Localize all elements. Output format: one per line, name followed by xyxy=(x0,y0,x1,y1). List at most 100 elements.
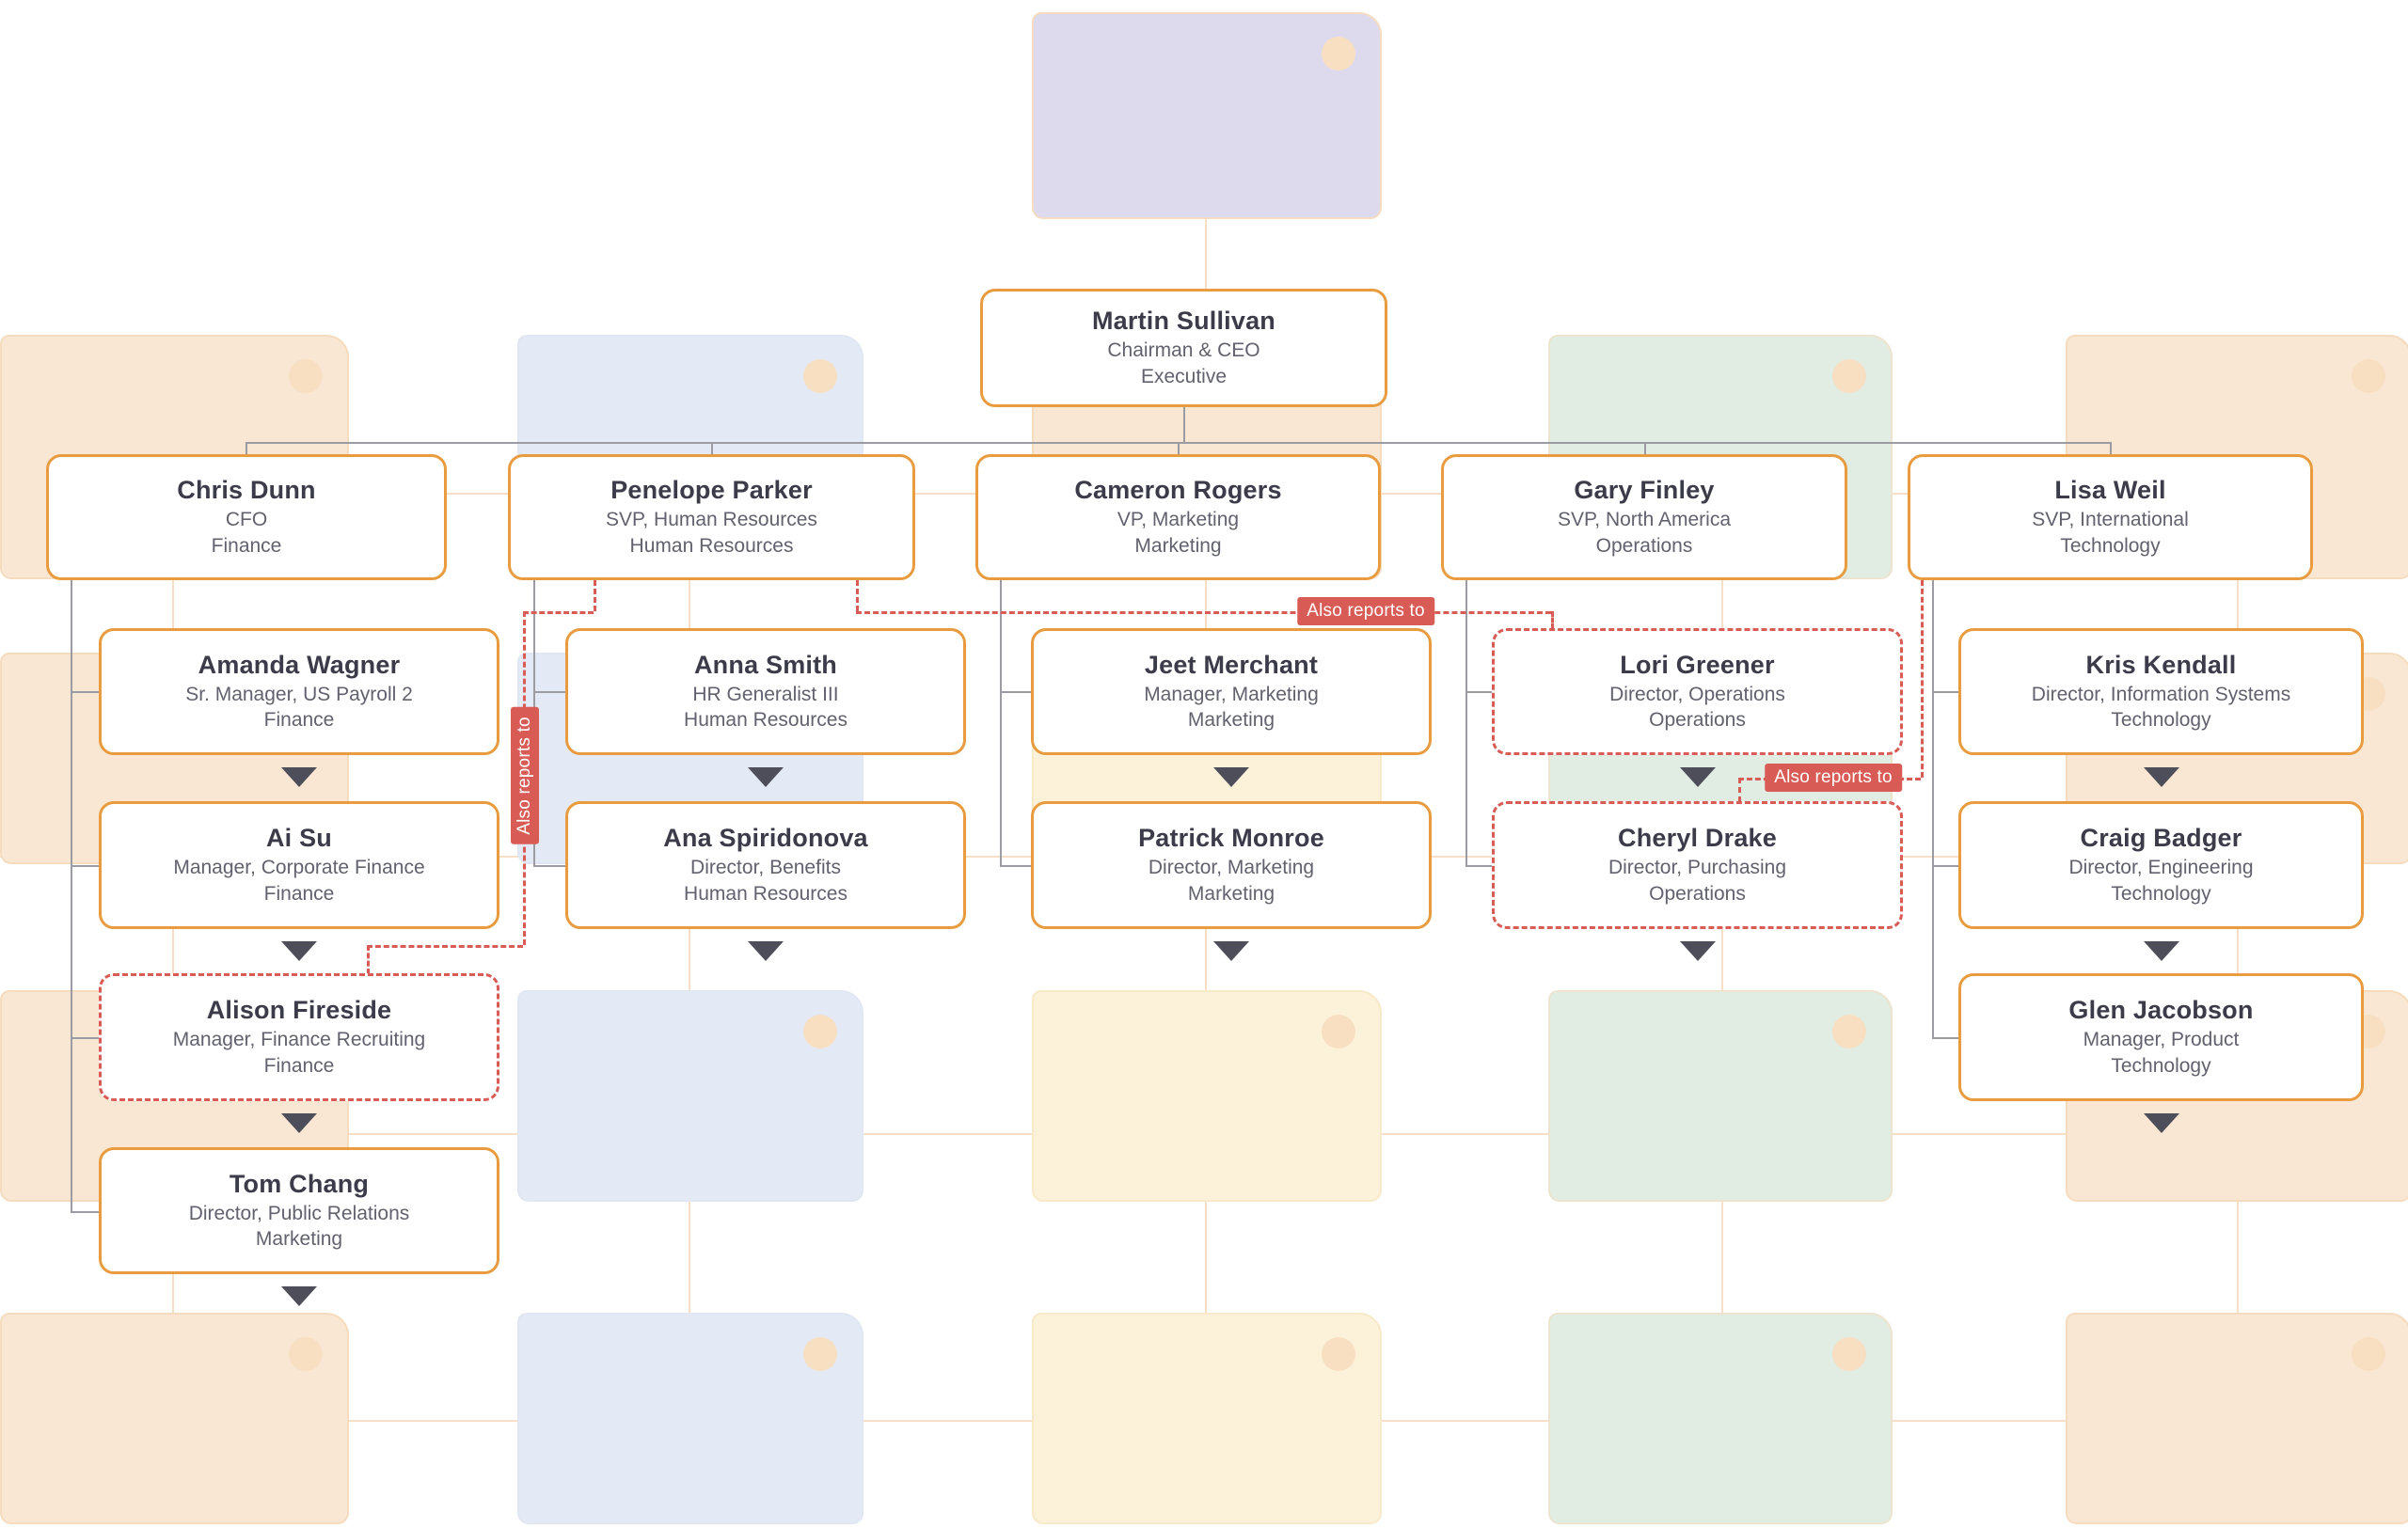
person-name: Patrick Monroe xyxy=(1138,824,1324,853)
person-name: Cheryl Drake xyxy=(1618,824,1777,853)
person-department: Finance xyxy=(263,882,335,905)
person-title: Director, Information Systems xyxy=(2031,683,2291,705)
expand-collapse-arrow[interactable] xyxy=(281,941,317,961)
person-name: Ana Spiridonova xyxy=(663,824,868,853)
expand-collapse-arrow[interactable] xyxy=(281,1113,317,1133)
expand-collapse-arrow[interactable] xyxy=(2143,767,2179,787)
connector-segment xyxy=(1000,691,1031,693)
ghost-avatar-icon xyxy=(803,1015,837,1048)
expand-collapse-arrow[interactable] xyxy=(2143,941,2179,961)
person-department: Finance xyxy=(211,534,282,557)
person-name: Craig Badger xyxy=(2080,824,2242,853)
expand-collapse-arrow[interactable] xyxy=(748,767,784,787)
connector-segment xyxy=(2110,442,2112,454)
person-name: Alison Fireside xyxy=(206,996,392,1025)
person-name: Amanda Wagner xyxy=(198,650,401,679)
expand-collapse-arrow[interactable] xyxy=(2143,1113,2179,1133)
connector-segment xyxy=(1000,580,1002,866)
person-title: SVP, North America xyxy=(1557,509,1732,531)
person-name: Glen Jacobson xyxy=(2068,996,2254,1025)
person-title: Manager, Marketing xyxy=(1144,683,1319,705)
ghost-connector-stub xyxy=(172,575,174,653)
expand-collapse-arrow[interactable] xyxy=(281,1286,317,1306)
also-reports-connector xyxy=(367,945,523,948)
person-department: Marketing xyxy=(255,1228,343,1251)
expand-collapse-arrow[interactable] xyxy=(1213,941,1249,961)
expand-collapse-arrow[interactable] xyxy=(748,941,784,961)
ghost-avatar-icon xyxy=(803,1337,837,1371)
ghost-avatar-icon xyxy=(1322,1015,1355,1048)
ghost-card xyxy=(1032,990,1382,1202)
connector-segment xyxy=(1178,442,1180,454)
person-name: Tom Chang xyxy=(229,1169,370,1198)
person-department: Marketing xyxy=(1187,709,1275,732)
also-reports-connector xyxy=(1738,778,1741,802)
connector-segment xyxy=(1932,691,1958,693)
expand-collapse-arrow[interactable] xyxy=(1679,941,1716,961)
connector-segment xyxy=(1000,865,1031,867)
person-name: Lori Greener xyxy=(1620,650,1775,679)
ghost-avatar-icon xyxy=(289,1337,323,1371)
connector-segment xyxy=(1465,580,1467,866)
person-department: Marketing xyxy=(1134,534,1222,557)
connector-segment xyxy=(71,865,99,867)
person-title: Manager, Product xyxy=(2083,1029,2240,1051)
person-name: Gary Finley xyxy=(1574,476,1715,505)
person-department: Executive xyxy=(1140,365,1228,387)
person-name: Lisa Weil xyxy=(2054,476,2166,505)
person-department: Technology xyxy=(2111,709,2211,732)
person-department: Operations xyxy=(1649,882,1746,905)
ghost-avatar-icon xyxy=(289,359,323,393)
connector-segment xyxy=(71,580,72,1212)
ghost-connector-stub xyxy=(689,1198,690,1313)
ghost-card xyxy=(517,1313,863,1524)
ghost-card xyxy=(0,1313,349,1524)
person-title: CFO xyxy=(225,509,268,531)
also-reports-connector xyxy=(594,580,596,611)
person-department: Human Resources xyxy=(684,709,848,732)
connector-segment xyxy=(1644,442,1646,454)
person-department: Human Resources xyxy=(629,534,794,557)
expand-collapse-arrow[interactable] xyxy=(281,767,317,787)
expand-collapse-arrow[interactable] xyxy=(1213,767,1249,787)
ghost-connector-stub xyxy=(2237,1198,2239,1313)
connector-segment xyxy=(1932,580,1934,1038)
person-title: Director, Marketing xyxy=(1148,857,1315,879)
connector-segment xyxy=(1932,865,1958,867)
ghost-avatar-icon xyxy=(803,359,837,393)
also-reports-connector xyxy=(856,611,1551,614)
person-title: Director, Purchasing xyxy=(1608,857,1787,879)
person-department: Finance xyxy=(263,709,335,732)
also-reports-to-badge: Also reports to xyxy=(1297,597,1434,625)
connector-segment xyxy=(711,442,713,454)
person-name: Anna Smith xyxy=(693,650,837,679)
ghost-card xyxy=(2066,1313,2408,1524)
also-reports-to-badge: Also reports to xyxy=(1765,764,1902,792)
ghost-card xyxy=(1548,1313,1893,1524)
expand-collapse-arrow[interactable] xyxy=(1679,767,1716,787)
ghost-avatar-icon xyxy=(1322,37,1355,71)
person-title: VP, Marketing xyxy=(1117,509,1240,531)
person-name: Ai Su xyxy=(265,824,332,853)
connector-segment xyxy=(533,865,565,867)
